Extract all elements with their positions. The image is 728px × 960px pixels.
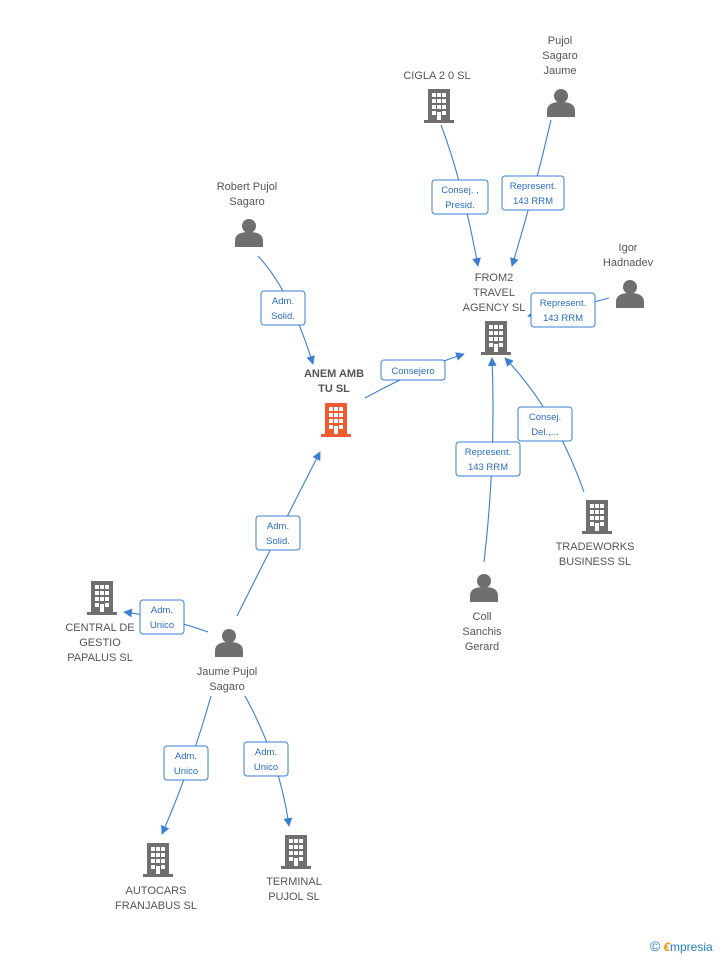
svg-text:Adm.Unico: Adm.Unico	[174, 751, 198, 777]
svg-text:Adm.Unico: Adm.Unico	[254, 747, 278, 773]
building-icon	[87, 581, 117, 615]
person-icon	[616, 280, 644, 308]
edge-label-jaume-anem[interactable]: Adm.Solid.	[255, 515, 301, 551]
svg-text:Represent.143 RRM: Represent.143 RRM	[510, 181, 556, 207]
svg-text:Consejero: Consejero	[391, 366, 434, 377]
svg-text:CIGLA 2 0 SL: CIGLA 2 0 SL	[403, 70, 470, 82]
person-icon	[215, 629, 243, 657]
edge-label-jaume-autocars[interactable]: Adm.Unico	[163, 745, 209, 781]
edge-labels: Adm.Solid. Consejero Consej. ,Presid. Re…	[139, 175, 596, 781]
svg-text:Adm.Solid.: Adm.Solid.	[271, 296, 295, 322]
copyright-icon: ©	[650, 938, 661, 954]
building-icon	[424, 89, 454, 123]
edge-label-igor-from2[interactable]: Represent.143 RRM	[530, 292, 596, 328]
person-icon	[547, 89, 575, 117]
edge-label-trade-from2[interactable]: Consej.Del.,...	[517, 406, 573, 442]
edge-label-cigla-from2[interactable]: Consej. ,Presid.	[431, 179, 489, 215]
svg-text:Consej.Del.,...: Consej.Del.,...	[529, 412, 561, 438]
node-cigla[interactable]: CIGLA 2 0 SL	[403, 70, 471, 123]
brand-name: mpresia	[670, 940, 713, 954]
building-icon	[582, 500, 612, 534]
edge-lines	[123, 119, 610, 835]
edge-label-jaume-central[interactable]: Adm.Unico	[139, 599, 185, 635]
svg-text:Consej. ,Presid.: Consej. ,Presid.	[441, 185, 479, 211]
edge-label-pujol-from2[interactable]: Represent.143 RRM	[501, 175, 565, 211]
building-icon	[281, 835, 311, 869]
building-icon	[143, 843, 173, 877]
svg-text:Represent.143 RRM: Represent.143 RRM	[540, 298, 586, 324]
brand-logo: ©€mpresia	[650, 938, 713, 954]
edge-label-robert-anem[interactable]: Adm.Solid.	[260, 290, 306, 326]
svg-text:Adm.Solid.: Adm.Solid.	[266, 521, 290, 547]
svg-text:Adm.Unico: Adm.Unico	[150, 605, 174, 631]
building-icon	[321, 403, 351, 437]
building-icon	[481, 321, 511, 355]
brand-e: €	[663, 940, 671, 954]
edge-label-jaume-terminal[interactable]: Adm.Unico	[243, 741, 289, 777]
edge-label-coll-from2[interactable]: Represent.143 RRM	[455, 441, 521, 477]
edge-label-anem-from2[interactable]: Consejero	[380, 359, 446, 381]
svg-text:Represent.143 RRM: Represent.143 RRM	[465, 447, 511, 473]
person-icon	[470, 574, 498, 602]
person-icon	[235, 219, 263, 247]
